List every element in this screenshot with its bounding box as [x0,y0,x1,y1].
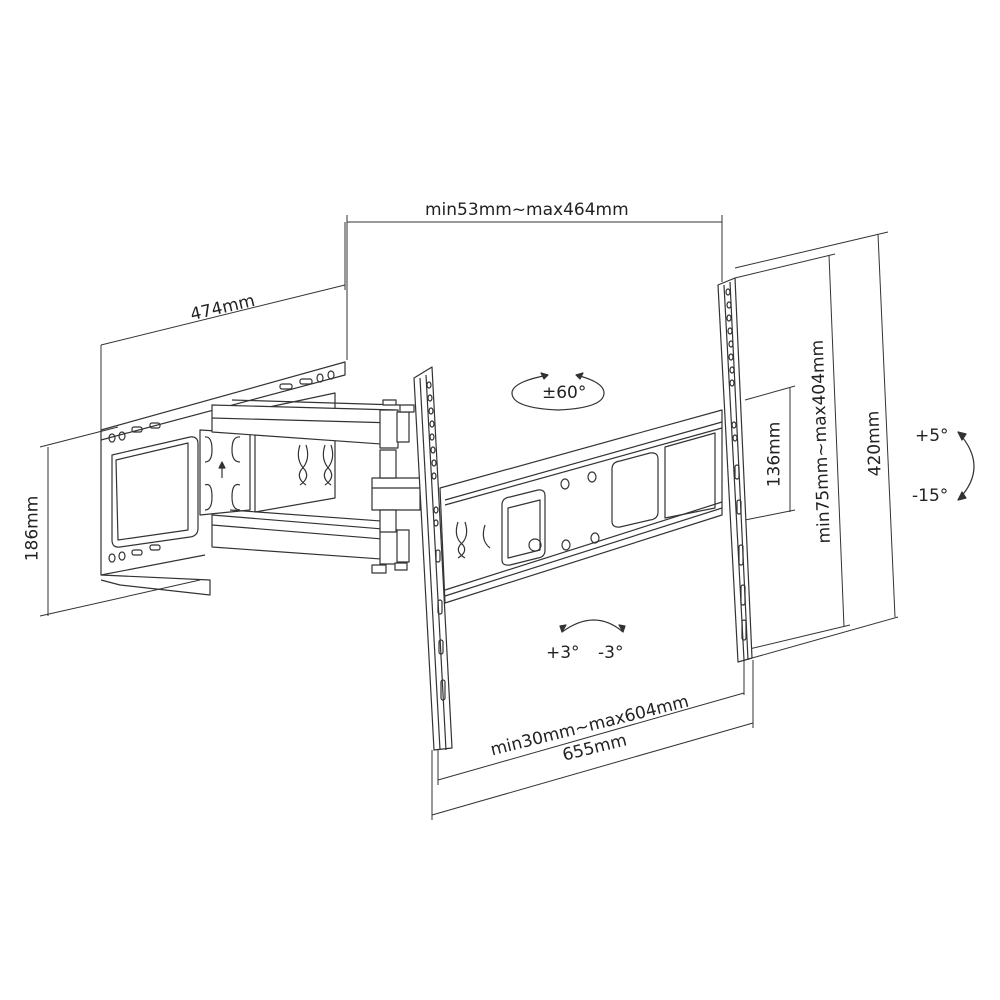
dim-tv-rail-height: 420mm [863,410,886,477]
tilt-up-label: +5° [915,426,949,446]
wall-plate [100,361,346,596]
rotate-right-label: -3° [598,643,624,663]
dim-arm-plate-height: 136mm [764,421,785,488]
left-rail-holes [426,381,446,701]
tv-plate [439,409,723,604]
dim-top-extension: min53mm~max464mm [425,200,629,220]
upper-arm [211,399,415,449]
wall-plate-slots [108,370,335,563]
right-vertical-rail [717,277,753,663]
dim-wall-plate-height: 186mm [22,495,43,562]
rotate-left-label: +3° [546,643,580,663]
tilt-arrow-icon [957,431,975,501]
right-rail-holes [725,288,747,641]
left-vertical-rail [413,366,453,751]
lower-arm [211,509,410,574]
rotate-arrow-icon [559,619,626,633]
dimension-lines [39,215,899,820]
elbow-hinge [371,449,421,533]
tilt-down-label: -15° [912,486,949,506]
swivel-angle-label: ±60° [542,383,587,403]
swivel-arrow-icon [511,372,605,411]
